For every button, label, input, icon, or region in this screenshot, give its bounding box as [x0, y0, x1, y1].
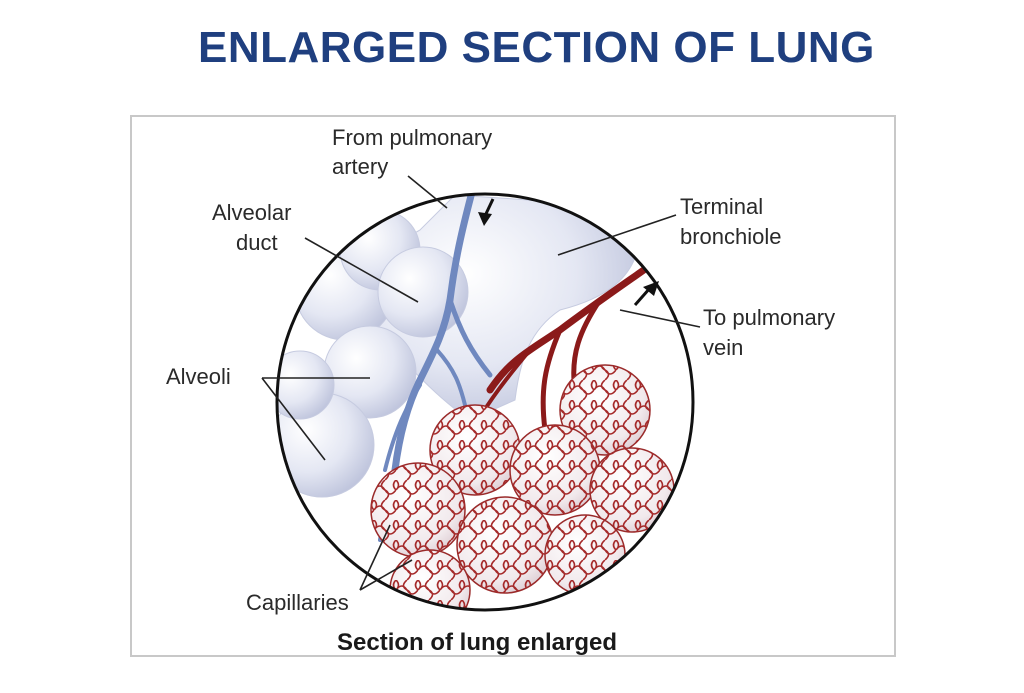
label-pulmonary-artery-line1: From pulmonary [332, 125, 492, 150]
label-alveoli: Alveoli [166, 364, 231, 389]
label-pulmonary-vein-line1: To pulmonary [703, 305, 835, 330]
label-terminal-bronchiole-line2: bronchiole [680, 224, 782, 249]
page-title: ENLARGED SECTION OF LUNG [198, 23, 875, 72]
leader-lines [261, 175, 701, 591]
label-pulmonary-artery-line2: artery [332, 154, 388, 179]
alveoli-sacs [277, 209, 469, 498]
figure-caption: Section of lung enlarged [337, 629, 617, 656]
label-pulmonary-vein-line2: vein [703, 335, 743, 360]
label-terminal-bronchiole-line1: Terminal [680, 194, 763, 219]
label-capillaries: Capillaries [246, 590, 349, 615]
flow-arrow-in-icon [478, 198, 495, 226]
label-alveolar-duct-line2: duct [236, 230, 278, 255]
flow-arrow-out-icon [633, 281, 659, 306]
label-alveolar-duct-line1: Alveolar [212, 200, 291, 225]
section-circle-outline [275, 192, 695, 612]
capillary-network [370, 364, 675, 610]
